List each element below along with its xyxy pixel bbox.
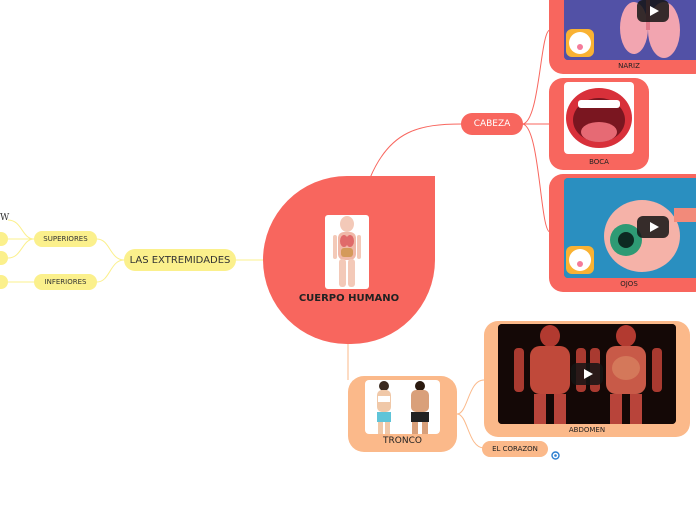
- abdomen-label: ABDOMEN: [568, 426, 606, 434]
- cut-node-2[interactable]: [0, 251, 8, 265]
- human-body-image: [325, 215, 369, 289]
- nariz-card[interactable]: NARIZ: [549, 0, 696, 74]
- play-icon[interactable]: [571, 363, 603, 385]
- cabeza-node[interactable]: CABEZA: [461, 113, 523, 135]
- sticker-icon: [566, 246, 594, 274]
- nariz-label: NARIZ: [618, 62, 640, 70]
- abdomen-image: [498, 324, 676, 424]
- sticker-icon: [566, 29, 594, 57]
- abdomen-card[interactable]: ABDOMEN: [484, 321, 690, 437]
- cut-node-3[interactable]: [0, 275, 8, 289]
- play-icon[interactable]: [637, 0, 669, 22]
- inferiores-node[interactable]: INFERIORES: [34, 274, 97, 290]
- tronco-image: [365, 380, 440, 434]
- ojos-card[interactable]: OJOS: [549, 174, 696, 292]
- link-icon[interactable]: [551, 445, 560, 460]
- tronco-label: TRONCO: [383, 436, 422, 446]
- central-node[interactable]: CUERPO HUMANO: [263, 176, 435, 344]
- boca-image: [564, 82, 634, 154]
- cut-text: W: [0, 213, 10, 223]
- tronco-node[interactable]: TRONCO: [348, 376, 457, 452]
- ojos-label: OJOS: [620, 280, 638, 288]
- cut-node-1[interactable]: [0, 232, 8, 246]
- superiores-node[interactable]: SUPERIORES: [34, 231, 97, 247]
- extremidades-node[interactable]: LAS EXTREMIDADES: [124, 249, 236, 271]
- central-title: CUERPO HUMANO: [298, 293, 400, 304]
- boca-card[interactable]: BOCA: [549, 78, 649, 170]
- play-icon[interactable]: [637, 216, 669, 238]
- corazon-node[interactable]: EL CORAZON: [482, 441, 548, 457]
- boca-label: BOCA: [589, 158, 609, 166]
